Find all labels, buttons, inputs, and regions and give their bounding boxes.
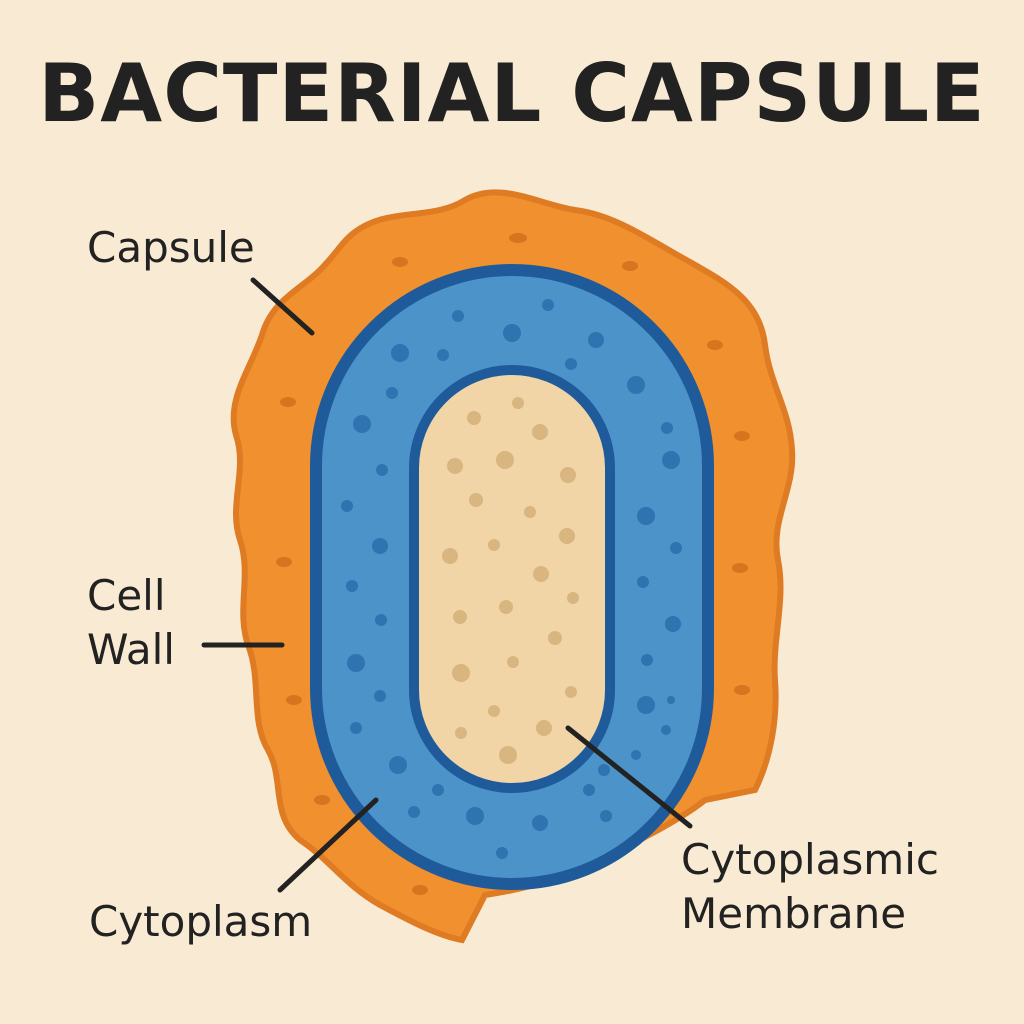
cytoplasm-dots	[341, 299, 682, 859]
cell-wall-label-line1: Cell	[87, 571, 166, 620]
cytoplasm-label: Cytoplasm	[89, 897, 313, 946]
capsule-speckles	[276, 233, 750, 895]
membrane-label-line1: Cytoplasmic	[681, 835, 939, 884]
cytoplasm-leader-line	[277, 797, 379, 893]
membrane-leader-line	[565, 725, 693, 829]
leader-lines	[201, 277, 693, 893]
cytoplasmic-membrane	[409, 365, 615, 793]
membrane-label-line2: Membrane	[681, 889, 907, 938]
page-title: BACTERIAL CAPSULE	[38, 47, 986, 140]
capsule-leader-line	[250, 277, 315, 336]
cell-wall-label-line2: Wall	[87, 625, 175, 674]
capsule-label: Capsule	[87, 223, 255, 272]
interior-granules	[442, 397, 579, 764]
